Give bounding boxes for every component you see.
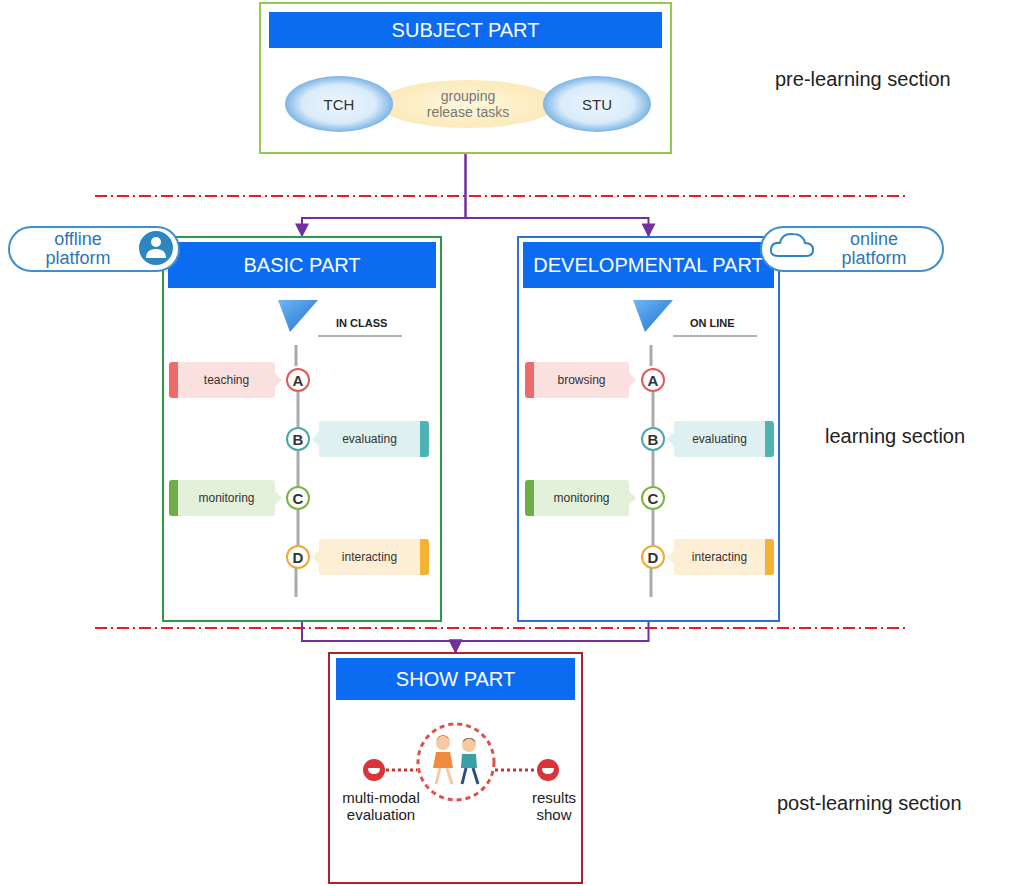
part-box: SHOW PARTmulti-modal evaluationresults s… bbox=[328, 652, 583, 884]
flow-arrow bbox=[456, 622, 649, 652]
section-label: post-learning section bbox=[777, 792, 962, 815]
node-text: D bbox=[293, 549, 304, 566]
node-text: STU bbox=[582, 96, 612, 113]
divider-line bbox=[95, 627, 905, 629]
class-flag bbox=[278, 300, 402, 597]
node-text: multi-modal evaluation bbox=[333, 790, 429, 823]
task-ellipse: grouping release tasks bbox=[379, 80, 557, 128]
node-text: TCH bbox=[324, 96, 355, 113]
node-text: B bbox=[293, 431, 304, 448]
node-text: D bbox=[648, 549, 659, 566]
node-text: evaluating bbox=[342, 432, 397, 446]
node-text: A bbox=[648, 372, 659, 389]
step-tag: interacting bbox=[674, 539, 774, 575]
node-text: C bbox=[648, 490, 659, 507]
step-tag: evaluating bbox=[319, 421, 429, 457]
part-heading: SHOW PART bbox=[336, 658, 575, 700]
flow-arrow bbox=[466, 154, 649, 236]
part-box: SUBJECT PART TCH grouping release tasks STU bbox=[259, 2, 672, 154]
node-text: teaching bbox=[204, 373, 249, 387]
online-flag bbox=[633, 300, 757, 597]
part-heading: BASIC PART bbox=[168, 242, 436, 288]
result-label: multi-modal evaluation bbox=[333, 790, 429, 830]
mode-label: IN CLASS bbox=[336, 317, 387, 329]
step-tag: teaching bbox=[169, 362, 275, 398]
step-tag: monitoring bbox=[169, 480, 275, 516]
platform-pill: offline platform bbox=[8, 226, 180, 272]
timeline-line bbox=[297, 510, 300, 545]
node-text: monitoring bbox=[553, 491, 609, 505]
cloud-icon bbox=[771, 234, 813, 256]
part-box: DEVELOPMENTAL PART browsing A Bevaluating mo… bbox=[517, 236, 780, 622]
platform-pill: online platform bbox=[760, 226, 944, 272]
timeline-line bbox=[297, 392, 300, 427]
show-illustration bbox=[363, 724, 559, 800]
part-heading: DEVELOPMENTAL PART bbox=[523, 242, 774, 288]
mode-label: ON LINE bbox=[690, 317, 735, 329]
role-ellipse: TCH bbox=[285, 76, 393, 132]
section-label: pre-learning section bbox=[775, 68, 951, 91]
node-text: A bbox=[293, 372, 304, 389]
flow-arrow bbox=[302, 622, 456, 652]
node-text: online platform bbox=[834, 230, 914, 268]
timeline-line bbox=[652, 510, 655, 545]
result-label: results show bbox=[514, 790, 594, 830]
step-circle: A bbox=[286, 368, 310, 392]
offline-icon bbox=[138, 230, 174, 266]
timeline-line bbox=[652, 451, 655, 486]
step-tag: monitoring bbox=[525, 480, 629, 516]
node-text: B bbox=[648, 431, 659, 448]
node-text: browsing bbox=[557, 373, 605, 387]
timeline-line bbox=[297, 451, 300, 486]
timeline-line bbox=[652, 392, 655, 427]
role-ellipse: STU bbox=[543, 76, 651, 132]
node-text: results show bbox=[514, 790, 594, 823]
part-heading: SUBJECT PART bbox=[269, 12, 662, 48]
node-text: grouping release tasks bbox=[418, 88, 518, 120]
step-circle: C bbox=[641, 486, 665, 510]
flow-arrow bbox=[302, 154, 466, 236]
step-tag: interacting bbox=[319, 539, 429, 575]
node-text: interacting bbox=[692, 550, 747, 564]
node-text: offline platform bbox=[38, 230, 118, 268]
node-text: evaluating bbox=[692, 432, 747, 446]
step-circle: A bbox=[641, 368, 665, 392]
step-tag: browsing bbox=[525, 362, 629, 398]
node-text: monitoring bbox=[198, 491, 254, 505]
divider-line bbox=[95, 195, 905, 197]
part-box: BASIC PART teaching A Bevaluating monitoring… bbox=[162, 236, 442, 622]
node-text: interacting bbox=[342, 550, 397, 564]
step-tag: evaluating bbox=[674, 421, 774, 457]
step-circle: C bbox=[286, 486, 310, 510]
node-text: C bbox=[293, 490, 304, 507]
section-label: learning section bbox=[825, 425, 965, 448]
